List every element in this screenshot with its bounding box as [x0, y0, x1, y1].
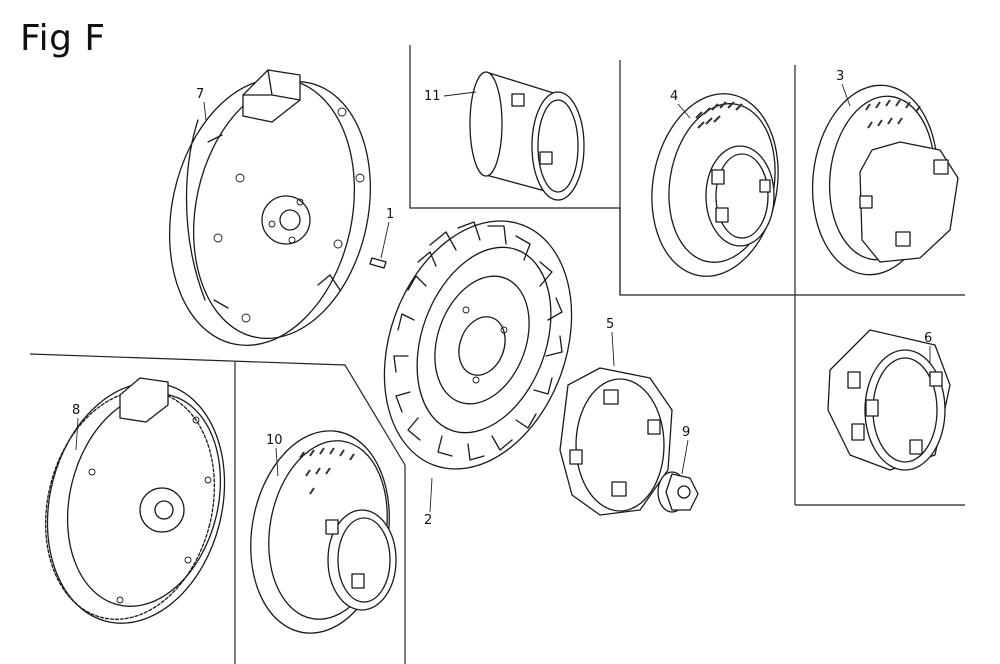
callout-4: 4 — [670, 89, 691, 119]
callout-11: 11 — [424, 89, 477, 104]
svg-text:9: 9 — [682, 425, 690, 440]
callout-7: 7 — [196, 87, 207, 121]
part-1-key — [369, 257, 387, 269]
callout-5: 5 — [606, 317, 615, 367]
callout-3: 3 — [836, 69, 851, 107]
part-4-starter-cup — [651, 93, 779, 277]
part-8-flywheel-ring-gear — [44, 377, 226, 624]
part-2-cooling-fan — [383, 220, 573, 470]
callout-8: 8 — [72, 403, 80, 451]
svg-text:2: 2 — [424, 513, 432, 528]
svg-text:1: 1 — [386, 207, 394, 222]
svg-text:6: 6 — [924, 331, 932, 346]
figure-title: Fig F — [20, 18, 106, 59]
svg-text:11: 11 — [424, 89, 441, 104]
callout-10: 10 — [266, 433, 283, 477]
group-frame-lines — [29, 45, 965, 664]
svg-text:3: 3 — [836, 69, 844, 84]
svg-text:4: 4 — [670, 89, 678, 104]
callout-9: 9 — [681, 425, 690, 475]
callout-6: 6 — [924, 331, 932, 364]
svg-text:8: 8 — [72, 403, 80, 418]
part-3-starter-cup — [811, 84, 959, 276]
part-10-starter-cup — [250, 430, 397, 634]
part-9-nut — [657, 471, 699, 513]
part-11-sleeve — [469, 71, 585, 201]
svg-text:5: 5 — [606, 317, 614, 332]
svg-text:7: 7 — [196, 87, 204, 102]
part-6-sleeve — [827, 329, 951, 471]
part-5-sleeve — [559, 367, 673, 516]
svg-text:10: 10 — [266, 433, 283, 448]
part-7-flywheel — [168, 69, 372, 347]
callout-2: 2 — [424, 477, 433, 528]
callout-1: 1 — [380, 207, 394, 259]
